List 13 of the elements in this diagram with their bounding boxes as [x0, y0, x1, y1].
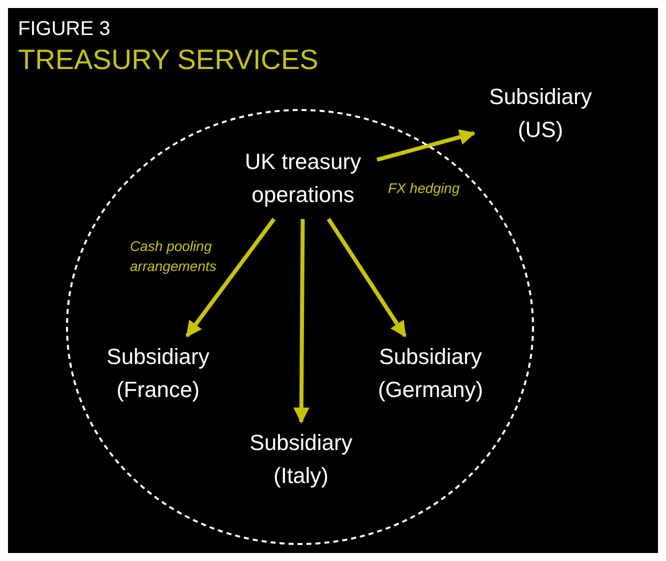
figure-number: FIGURE 3 — [18, 18, 110, 41]
arrow — [376, 129, 476, 162]
title: TREASURY SERVICES — [18, 44, 318, 76]
arrow — [185, 218, 276, 338]
subsidiary-label: Subsidiary (Germany) — [363, 340, 498, 410]
arrow — [293, 218, 310, 424]
arrow — [326, 218, 407, 338]
edge-label: FX hedging — [388, 179, 461, 198]
subsidiary-label: UK treasury operations — [233, 145, 373, 215]
subsidiary-label: Subsidiary (France) — [93, 340, 223, 410]
edge-label: Cash pooling arrangements — [130, 237, 218, 276]
subsidiary-label: Subsidiary (US) — [478, 80, 603, 150]
subsidiary-label: Subsidiary (Italy) — [236, 426, 366, 496]
